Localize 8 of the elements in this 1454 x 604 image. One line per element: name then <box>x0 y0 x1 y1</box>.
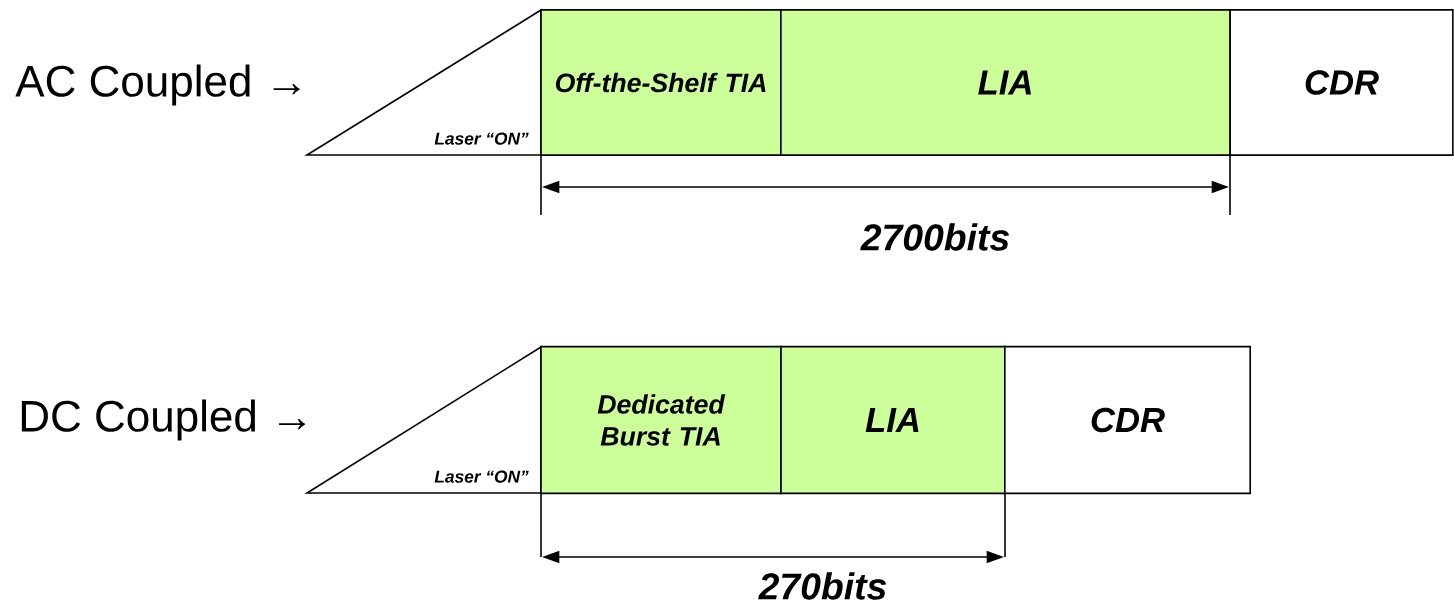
block-box: CDR <box>1004 345 1251 495</box>
block-box: LIA <box>780 9 1231 156</box>
dimension-label: 2700bits <box>860 223 1009 251</box>
block-box: Dedicated Burst TIA <box>540 345 782 495</box>
block-box: Off-the-Shelf TIA <box>540 9 782 156</box>
dimension-label: 270bits <box>758 572 887 600</box>
block-box: LIA <box>780 345 1006 495</box>
block-box: CDR <box>1229 9 1454 156</box>
